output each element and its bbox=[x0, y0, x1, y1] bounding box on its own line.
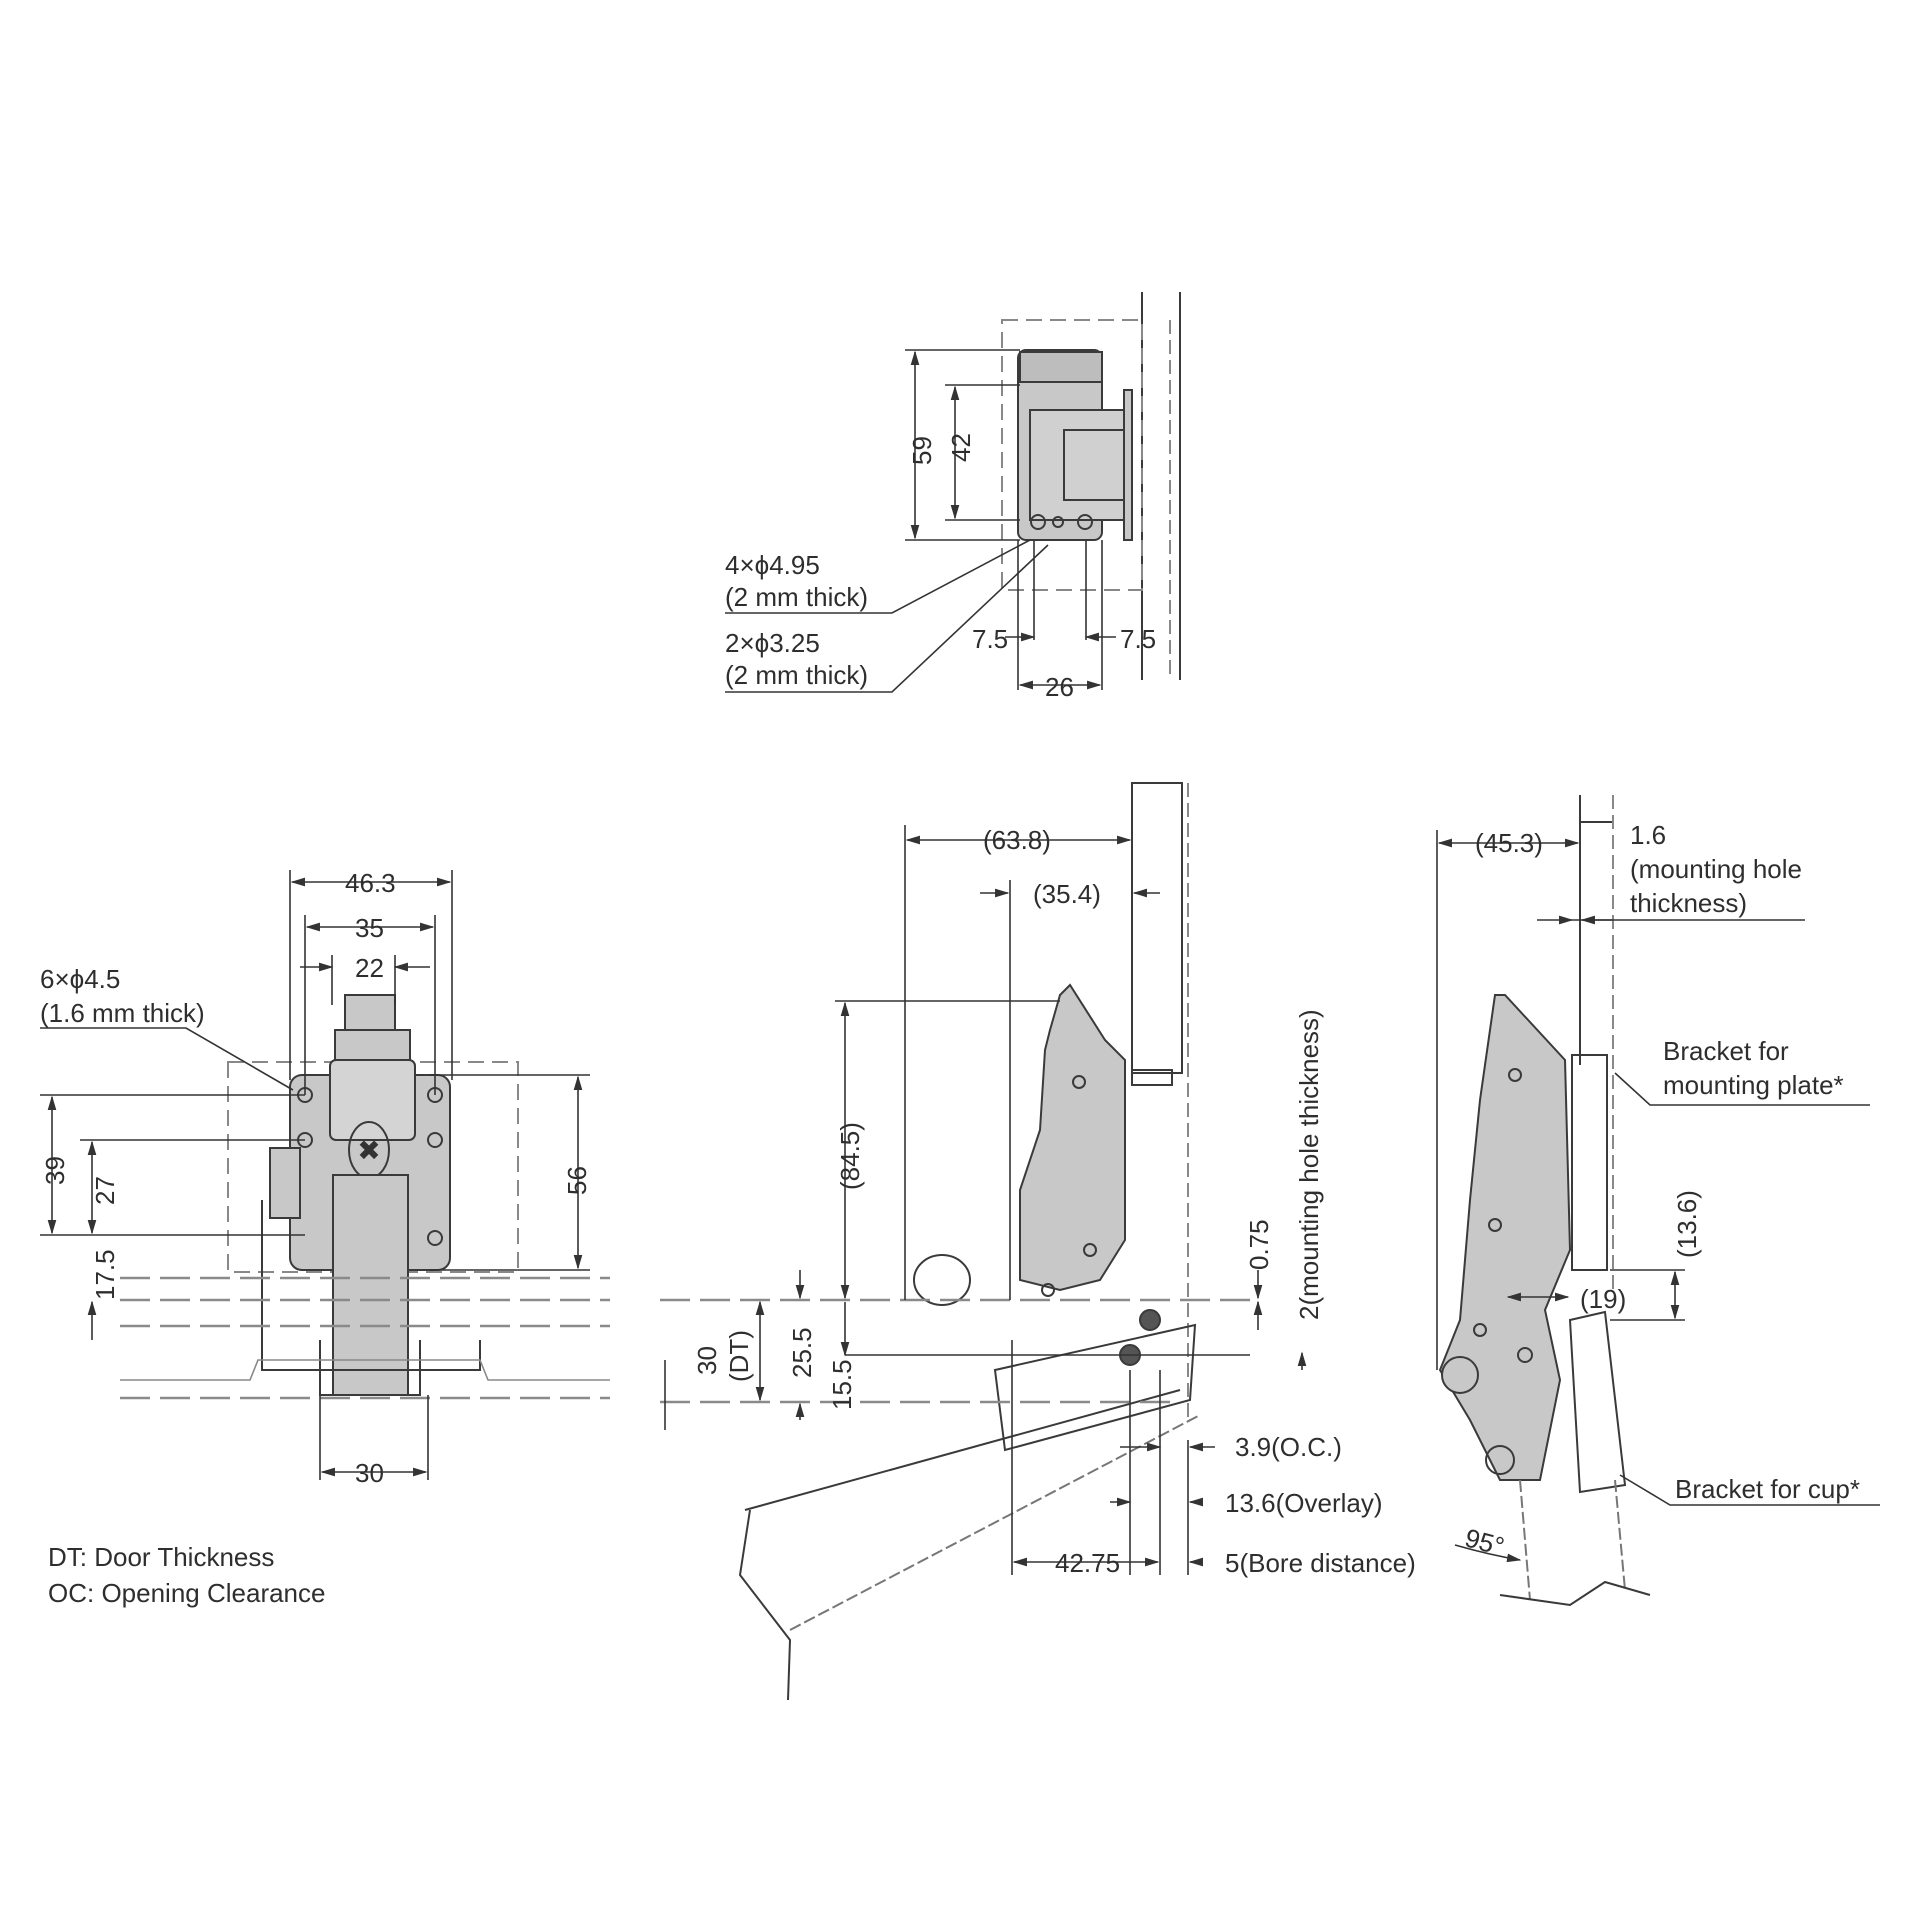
dim-42: 42 bbox=[946, 433, 976, 462]
dim-26: 26 bbox=[1045, 672, 1074, 702]
dim-7-5-right: 7.5 bbox=[1120, 624, 1157, 654]
dim-1-6: 1.6 bbox=[1630, 820, 1667, 850]
dim-25-5: 25.5 bbox=[787, 1327, 817, 1378]
dim-30-dt: 30 bbox=[692, 1346, 722, 1375]
callout-hole-4x: 4×ϕ4.95 bbox=[725, 550, 820, 580]
dim-1-6-note-1: (mounting hole bbox=[1630, 854, 1802, 884]
callout-6x-hole-thickness: (1.6 mm thick) bbox=[40, 998, 205, 1028]
label-bracket-mounting-plate-1: Bracket for bbox=[1663, 1036, 1789, 1066]
legend-dt: DT: Door Thickness bbox=[48, 1542, 275, 1572]
side-view-hinge bbox=[738, 782, 1201, 1701]
dim-dt-label: (DT) bbox=[724, 1330, 754, 1382]
dim-46-3: 46.3 bbox=[345, 868, 396, 898]
callout-6x-hole: 6×ϕ4.5 bbox=[40, 964, 121, 994]
dim-27: 27 bbox=[90, 1176, 120, 1205]
callout-hole-2x-thickness: (2 mm thick) bbox=[725, 660, 868, 690]
dim-84-5: (84.5) bbox=[835, 1122, 865, 1190]
dim-19: (19) bbox=[1580, 1284, 1627, 1314]
callout-hole-4x-thickness: (2 mm thick) bbox=[725, 582, 868, 612]
screw-icon: ✖ bbox=[357, 1135, 380, 1166]
dim-63-8: (63.8) bbox=[983, 825, 1051, 855]
dim-45-3: (45.3) bbox=[1475, 828, 1543, 858]
front-view-hinge: ✖ bbox=[227, 994, 519, 1396]
label-bracket-mounting-plate-2: mounting plate* bbox=[1663, 1070, 1844, 1100]
top-view-hinge bbox=[1001, 292, 1181, 680]
dim-1-6-note-2: thickness) bbox=[1630, 888, 1748, 918]
dim-overlay: 13.6(Overlay) bbox=[1225, 1488, 1383, 1518]
dim-7-5-left: 7.5 bbox=[972, 624, 1009, 654]
dim-17-5: 17.5 bbox=[90, 1249, 120, 1300]
dim-35-4: (35.4) bbox=[1033, 879, 1101, 909]
dim-56: 56 bbox=[562, 1166, 592, 1195]
label-bracket-cup: Bracket for cup* bbox=[1675, 1474, 1860, 1504]
dim-opening-clearance: 3.9(O.C.) bbox=[1235, 1432, 1342, 1462]
dim-0-75: 0.75 bbox=[1244, 1219, 1274, 1270]
dim-mounting-hole-2: 2(mounting hole thickness) bbox=[1294, 1009, 1324, 1320]
callout-hole-2x: 2×ϕ3.25 bbox=[725, 628, 820, 658]
dim-bore-distance: 5(Bore distance) bbox=[1225, 1548, 1416, 1578]
dim-39: 39 bbox=[40, 1156, 70, 1185]
dim-59: 59 bbox=[907, 436, 937, 465]
dim-42-75: 42.75 bbox=[1055, 1548, 1121, 1578]
dim-35: 35 bbox=[355, 913, 384, 943]
dim-15-5: 15.5 bbox=[827, 1359, 857, 1410]
dim-13-6: (13.6) bbox=[1672, 1190, 1702, 1258]
open-view-hinge bbox=[1438, 795, 1651, 1607]
dim-30-width: 30 bbox=[355, 1458, 384, 1488]
legend-oc: OC: Opening Clearance bbox=[48, 1578, 326, 1608]
dim-22: 22 bbox=[355, 953, 384, 983]
